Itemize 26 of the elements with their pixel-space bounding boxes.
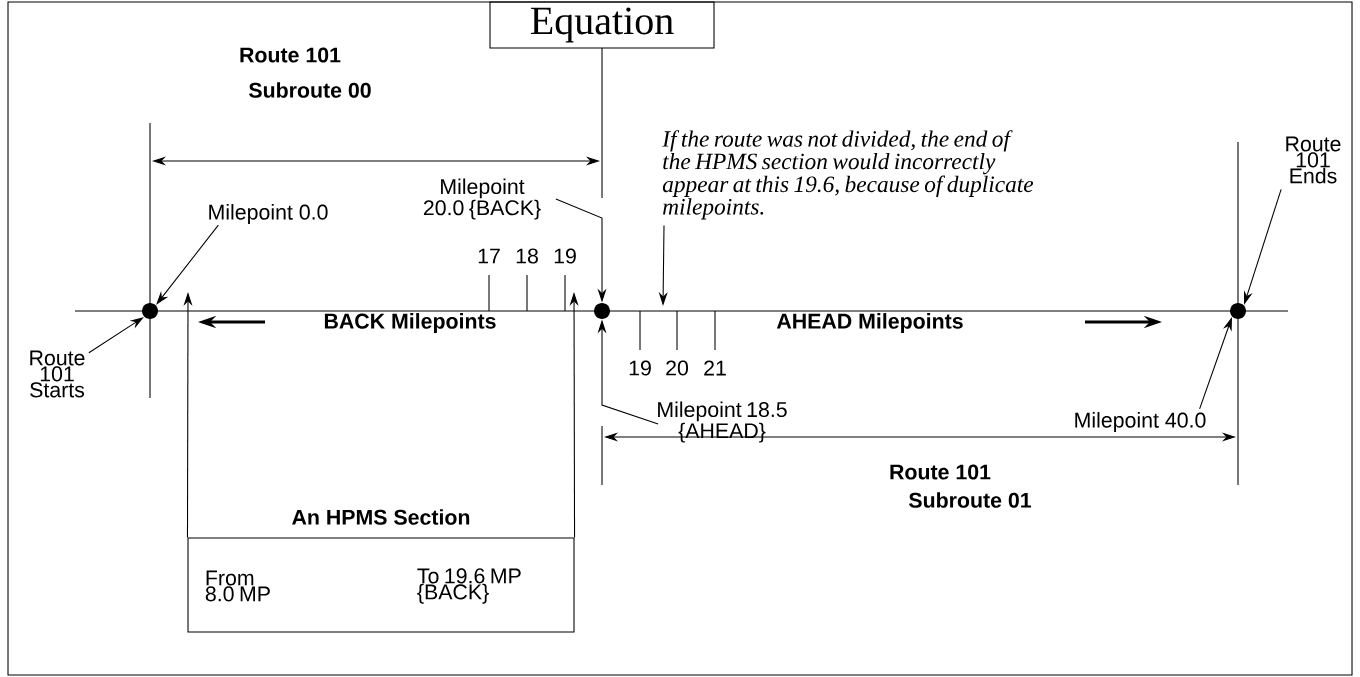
heading-label: Subroute 01 [908,492,1032,508]
tick-label: 18 [516,248,538,264]
route-start-label: Route 101 Starts [30,350,85,398]
route-end-label: Route 101 Ends [1286,136,1341,184]
leader-line [88,317,144,354]
tick-label: 17 [478,248,500,264]
heading-label: BACK Milepoints [324,313,496,333]
section-box: An HPMS Section From 8.0 MP To 19.6 MP {BACK} [187,509,575,633]
leader-line [156,224,219,305]
tick-label: 19 [629,360,651,376]
tick-label: 21 [704,360,726,376]
milepoint-label: Milepoint 18.5 {AHEAD} [658,401,787,443]
equation-box: Equation [489,1,715,49]
tick-label: 20 [666,360,688,376]
milepoint-label: Milepoint 20.0 {BACK} [423,178,541,220]
note-text: If the route was not divided, the end of the HPMS section would incorrectly appear at this 19.6, because of duplicate milepoints. [662,130,1034,220]
point-marker [142,303,158,319]
point-marker [1230,303,1246,319]
milepoint-label: Milepoint 0.0 [209,204,328,224]
heading-label: Route 101 [240,47,341,63]
heading-label: AHEAD Milepoints [776,313,963,333]
tick-label: 19 [554,248,576,264]
heading-label: Route 101 [890,464,991,480]
node-label: An HPMS Section [292,509,470,525]
milepoint-label: Milepoint 40.0 [1075,412,1206,432]
heading-label: Subroute 00 [249,82,371,98]
